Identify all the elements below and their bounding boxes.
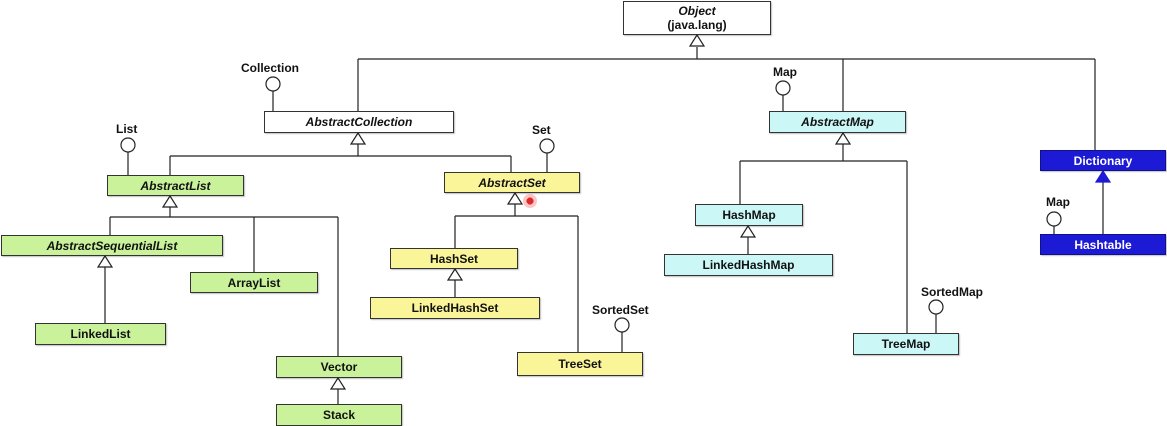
tree-set-node: TreeSet	[517, 352, 643, 376]
tree-set-label: TreeSet	[558, 357, 602, 371]
sorted-map-lollipop-icon-circle	[928, 299, 944, 315]
linked-hash-map-label: LinkedHashMap	[702, 258, 795, 272]
abstract-set-node: AbstractSet	[444, 172, 580, 193]
tree-map-label: TreeMap	[881, 337, 931, 351]
abstract-collection-node: AbstractCollection	[264, 111, 454, 133]
hash-map-inheritance-arrow-icon	[739, 224, 757, 238]
collection-lollipop-icon-circle	[265, 76, 281, 92]
map-hashtable-lollipop-icon-circle	[1046, 211, 1062, 227]
abstract-map-inheritance-arrow-icon	[834, 131, 852, 145]
hash-set-inheritance-arrow-icon	[446, 267, 464, 281]
dictionary-node: Dictionary	[1040, 150, 1166, 171]
object-class-package: (java.lang)	[667, 18, 727, 32]
list-interface-label: List	[116, 122, 138, 136]
abstract-collection-inheritance-arrow-icon	[349, 131, 367, 145]
sorted-map-interface-label: SortedMap	[921, 285, 984, 299]
hash-map-node: HashMap	[695, 204, 803, 226]
vector-inheritance-arrow-icon	[329, 376, 347, 390]
linked-list-label: LinkedList	[70, 327, 131, 341]
array-list-node: ArrayList	[190, 272, 318, 293]
object-class-name: Object	[678, 4, 716, 18]
abstract-sequential-list-label: AbstractSequentialList	[46, 238, 178, 253]
hashtable-label: Hashtable	[1074, 237, 1132, 252]
map-lollipop-icon-circle	[775, 80, 791, 96]
sorted-set-lollipop-icon-circle	[614, 317, 630, 333]
dictionary-inheritance-arrow-icon	[1094, 169, 1112, 183]
abstract-set-inheritance-arrow-icon	[506, 191, 524, 205]
abstract-sequential-list-node: AbstractSequentialList	[1, 235, 223, 256]
pointer-cursor-icon	[523, 194, 537, 208]
linked-hash-map-node: LinkedHashMap	[664, 254, 833, 276]
abstract-list-label: AbstractList	[140, 178, 211, 193]
tree-map-node: TreeMap	[853, 333, 959, 355]
linked-hash-set-node: LinkedHashSet	[370, 297, 540, 319]
hashtable-node: Hashtable	[1040, 234, 1166, 255]
stack-node: Stack	[276, 404, 402, 426]
dictionary-label: Dictionary	[1073, 153, 1133, 168]
abstract-list-inheritance-arrow-icon	[161, 194, 179, 208]
vector-label: Vector	[320, 360, 358, 374]
hash-map-label: HashMap	[722, 208, 776, 222]
abstract-sequential-list-arrow-icon	[96, 254, 114, 268]
abstract-collection-label: AbstractCollection	[305, 115, 413, 129]
list-lollipop-icon-circle	[120, 137, 136, 153]
linked-hash-set-label: LinkedHashSet	[411, 301, 499, 315]
stack-label: Stack	[322, 408, 356, 422]
object-class-node: Object (java.lang)	[623, 1, 771, 35]
linked-list-node: LinkedList	[35, 323, 166, 345]
object-inheritance-arrow-icon	[688, 33, 706, 47]
abstract-list-node: AbstractList	[107, 175, 244, 196]
map-interface-label-hashtable: Map	[1046, 195, 1070, 209]
map-interface-label: Map	[773, 65, 797, 79]
vector-node: Vector	[276, 356, 402, 378]
set-interface-label: Set	[532, 123, 551, 137]
array-list-label: ArrayList	[227, 275, 281, 290]
sorted-set-interface-label: SortedSet	[592, 303, 649, 317]
set-lollipop-icon-circle	[539, 138, 555, 154]
hash-set-node: HashSet	[390, 248, 518, 269]
abstract-map-label: AbstractMap	[801, 115, 874, 129]
collection-interface-label: Collection	[241, 61, 300, 75]
abstract-set-label: AbstractSet	[478, 175, 546, 190]
abstract-map-node: AbstractMap	[769, 111, 906, 133]
hash-set-label: HashSet	[429, 251, 479, 266]
